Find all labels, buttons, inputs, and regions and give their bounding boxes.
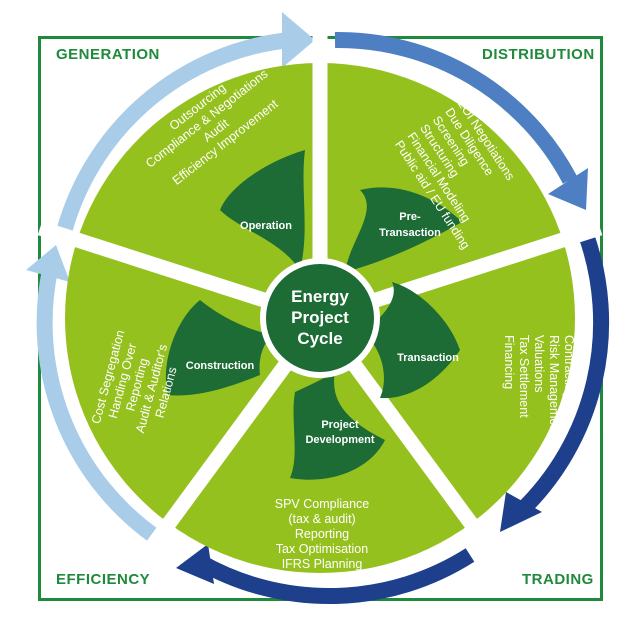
arrow-efficiency (36, 268, 165, 547)
petal-label-pre-transaction-2: Transaction (379, 227, 441, 239)
corner-label-efficiency: EFFICIENCY (52, 571, 155, 588)
arrow-head-efficiency (26, 245, 70, 282)
petal-label-transaction: Transaction (397, 352, 459, 364)
petal-transaction (362, 282, 460, 399)
petal-construction (165, 300, 272, 396)
petal-label-project-development-2: Development (305, 434, 374, 446)
segment-trading-item: Valuations (532, 335, 546, 392)
petal-label-project-development-1: Project (321, 419, 359, 431)
corner-label-trading: TRADING (518, 571, 598, 588)
cycle-arrows (26, 12, 610, 604)
segment-development-item: Tax Optimisation (276, 542, 368, 556)
petal-label-construction: Construction (186, 360, 255, 372)
arrow-development (196, 548, 475, 604)
center-title-line-3: Cycle (297, 329, 342, 348)
arrow-generation (54, 32, 291, 242)
segment-development-list: SPV Compliance(tax & audit)ReportingTax … (275, 497, 370, 571)
segment-development-item: SPV Compliance (275, 497, 370, 511)
petal-label-pre-transaction-1: Pre- (399, 211, 421, 223)
segment-trading-item: Financing (502, 335, 516, 389)
center-title-line-2: Project (291, 308, 349, 327)
corner-label-generation: GENERATION (52, 46, 164, 63)
segment-development-item: (tax & audit) (288, 512, 355, 526)
arrow-head-development (176, 544, 214, 584)
petal-label-operation: Operation (240, 220, 292, 232)
segment-trading-item: Contracting (562, 335, 576, 399)
arrow-head-generation (282, 12, 315, 68)
arrow-head-distribution (548, 168, 588, 210)
corner-label-distribution: DISTRIBUTION (478, 46, 599, 63)
arrow-distribution (334, 31, 578, 184)
segment-development-item: Reporting (295, 527, 349, 541)
arrow-head-trading (500, 492, 542, 532)
petals (165, 150, 462, 480)
segment-trading-item: Risk Management (547, 335, 561, 436)
center-title-line-1: Energy (291, 287, 349, 306)
arrow-trading (514, 229, 610, 518)
segment-trading-item: Tax Settlement (517, 335, 531, 418)
petal-pre-transaction (345, 187, 462, 272)
center-hub (266, 264, 374, 372)
petal-operation (220, 150, 305, 270)
segment-development-item: IFRS Planning (282, 557, 363, 571)
petal-project-development (290, 372, 385, 480)
